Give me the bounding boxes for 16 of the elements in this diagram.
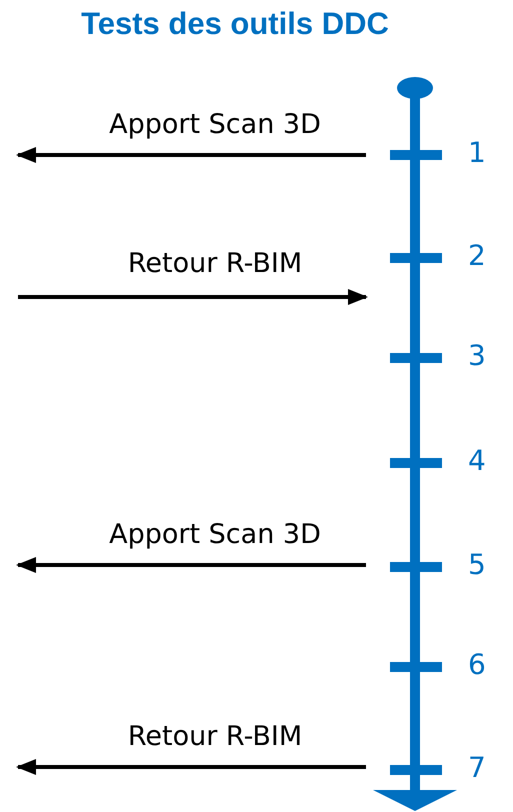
- tick-number: 1: [468, 135, 486, 171]
- arrow: [16, 759, 366, 775]
- tick-number: 2: [468, 238, 486, 274]
- tick-number: 7: [468, 750, 486, 786]
- edge-label: Apport Scan 3D: [108, 109, 322, 141]
- tick-number: 6: [468, 647, 486, 683]
- edge-label: Apport Scan 3D: [108, 519, 322, 551]
- arrow: [16, 557, 366, 573]
- tick-number: 5: [468, 547, 486, 583]
- arrow: [16, 147, 366, 163]
- title: Tests des outils DDC: [80, 6, 390, 42]
- edge-label: Retour R-BIM: [126, 248, 304, 280]
- tick-number: 3: [468, 338, 486, 374]
- tick-number: 4: [468, 443, 486, 479]
- edge-label: Retour R-BIM: [126, 721, 304, 753]
- arrow: [18, 289, 368, 305]
